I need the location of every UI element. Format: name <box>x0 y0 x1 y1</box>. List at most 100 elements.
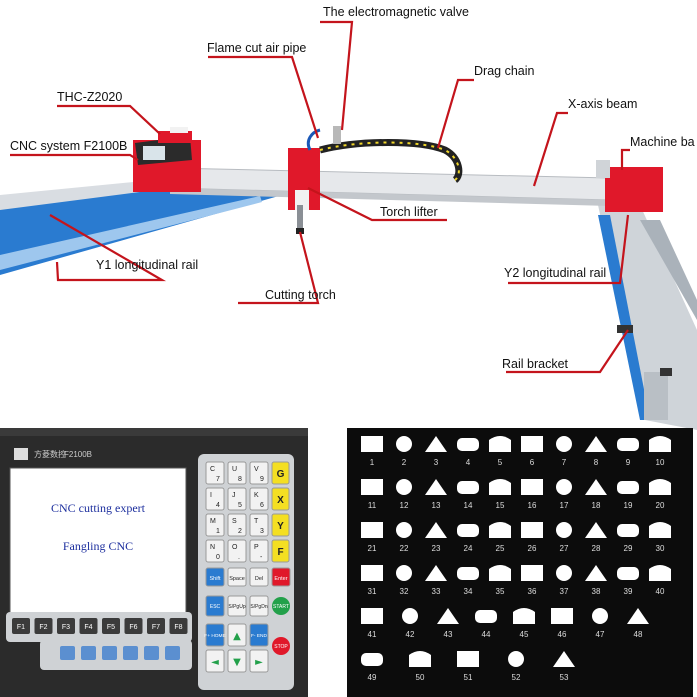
fkey-4[interactable] <box>79 618 98 634</box>
key-F[interactable] <box>271 539 290 563</box>
key-del[interactable] <box>249 567 269 587</box>
key-label: Del <box>255 576 263 582</box>
key-digit: 6 <box>260 502 264 509</box>
key-label: ESC <box>210 604 221 610</box>
key-feed[interactable] <box>249 623 269 647</box>
cut-shape <box>649 479 671 495</box>
key-space[interactable] <box>227 567 247 587</box>
cut-shape <box>649 565 671 581</box>
shape-number: 8 <box>594 458 599 467</box>
key-K[interactable] <box>249 487 269 511</box>
shape-number: 33 <box>432 587 441 596</box>
shape-number: 29 <box>624 544 633 553</box>
shape-number: 39 <box>624 587 633 596</box>
key-N[interactable] <box>205 539 225 563</box>
shape-number: 14 <box>464 501 473 510</box>
key-letter: J <box>232 492 236 499</box>
key-feed[interactable] <box>205 623 225 647</box>
key-label: Shift <box>209 576 220 582</box>
key-I[interactable] <box>205 487 225 511</box>
key-digit: 9 <box>260 476 264 483</box>
key-start[interactable] <box>272 597 290 615</box>
fkey-label: F5 <box>107 624 115 631</box>
fkey-5[interactable] <box>102 618 120 634</box>
key-label: START <box>273 604 289 610</box>
arrow-key[interactable] <box>205 649 225 673</box>
shape-number: 28 <box>592 544 601 553</box>
fkey-1[interactable] <box>12 618 30 634</box>
cut-shape <box>457 524 479 537</box>
function-key[interactable] <box>144 646 159 660</box>
key-label: Space <box>229 576 245 582</box>
arrow-key[interactable] <box>227 623 247 647</box>
key-X[interactable] <box>271 487 290 511</box>
key-O[interactable] <box>227 539 247 563</box>
key-C[interactable] <box>205 461 225 485</box>
cut-shape <box>553 651 575 667</box>
cut-shape <box>396 565 412 581</box>
key-digit: 5 <box>238 502 242 509</box>
shape-number: 38 <box>592 587 601 596</box>
function-key[interactable] <box>102 646 117 660</box>
key-s-pgup[interactable] <box>227 595 247 617</box>
cut-shape <box>508 651 524 667</box>
function-key[interactable] <box>165 646 180 660</box>
fkey-8[interactable] <box>169 618 188 634</box>
cut-shape <box>475 610 497 623</box>
cut-shape <box>627 608 649 624</box>
cut-shape <box>457 651 479 667</box>
function-key[interactable] <box>60 646 75 660</box>
key-U[interactable] <box>227 461 247 485</box>
cut-shape <box>649 436 671 452</box>
cut-shape <box>521 565 543 581</box>
shape-number: 35 <box>496 587 505 596</box>
machine-photo <box>0 126 697 430</box>
shape-number: 1 <box>370 458 375 467</box>
cut-shape <box>409 651 431 667</box>
key-V[interactable] <box>249 461 269 485</box>
cut-shape <box>489 522 511 538</box>
fkey-6[interactable] <box>124 618 143 634</box>
key-P[interactable] <box>249 539 269 563</box>
function-key[interactable] <box>81 646 96 660</box>
key-S[interactable] <box>227 513 247 537</box>
key-Y[interactable] <box>271 513 290 537</box>
key-J[interactable] <box>227 487 247 511</box>
shape-number: 45 <box>520 630 529 639</box>
arrow-key[interactable] <box>249 649 269 673</box>
cut-shape <box>556 565 572 581</box>
screen-line-2: Fangling CNC <box>63 539 133 553</box>
label-cutting-torch: Cutting torch <box>265 288 336 302</box>
key-M[interactable] <box>205 513 225 537</box>
label-thc: THC-Z2020 <box>57 90 123 104</box>
key-esc[interactable] <box>205 595 225 617</box>
cut-shape <box>556 522 572 538</box>
key-T[interactable] <box>249 513 269 537</box>
key-digit: 0 <box>216 554 220 561</box>
key-G[interactable] <box>271 461 290 485</box>
shape-number: 47 <box>596 630 605 639</box>
key-shift[interactable] <box>205 567 225 587</box>
function-key[interactable] <box>123 646 138 660</box>
shape-number: 22 <box>400 544 409 553</box>
key-digit: - <box>260 554 263 561</box>
key-stop[interactable] <box>272 637 290 655</box>
key-enter[interactable] <box>271 567 291 587</box>
shape-number: 3 <box>434 458 439 467</box>
fkey-3[interactable] <box>57 618 75 634</box>
arrow-key[interactable] <box>227 649 247 673</box>
key-label: Enter <box>274 576 287 582</box>
fkey-7[interactable] <box>147 618 165 634</box>
key-label: S/PgUp <box>228 604 245 610</box>
key-s-pgdn[interactable] <box>249 595 269 617</box>
cut-shape <box>425 522 447 538</box>
screen-line-1: CNC cutting expert <box>51 501 146 515</box>
shape-number: 18 <box>592 501 601 510</box>
cut-shape <box>556 479 572 495</box>
shape-number: 30 <box>656 544 665 553</box>
shape-number: 10 <box>656 458 665 467</box>
key-digit: 8 <box>238 476 242 483</box>
fkey-2[interactable] <box>34 618 53 634</box>
cut-shape <box>361 653 383 666</box>
